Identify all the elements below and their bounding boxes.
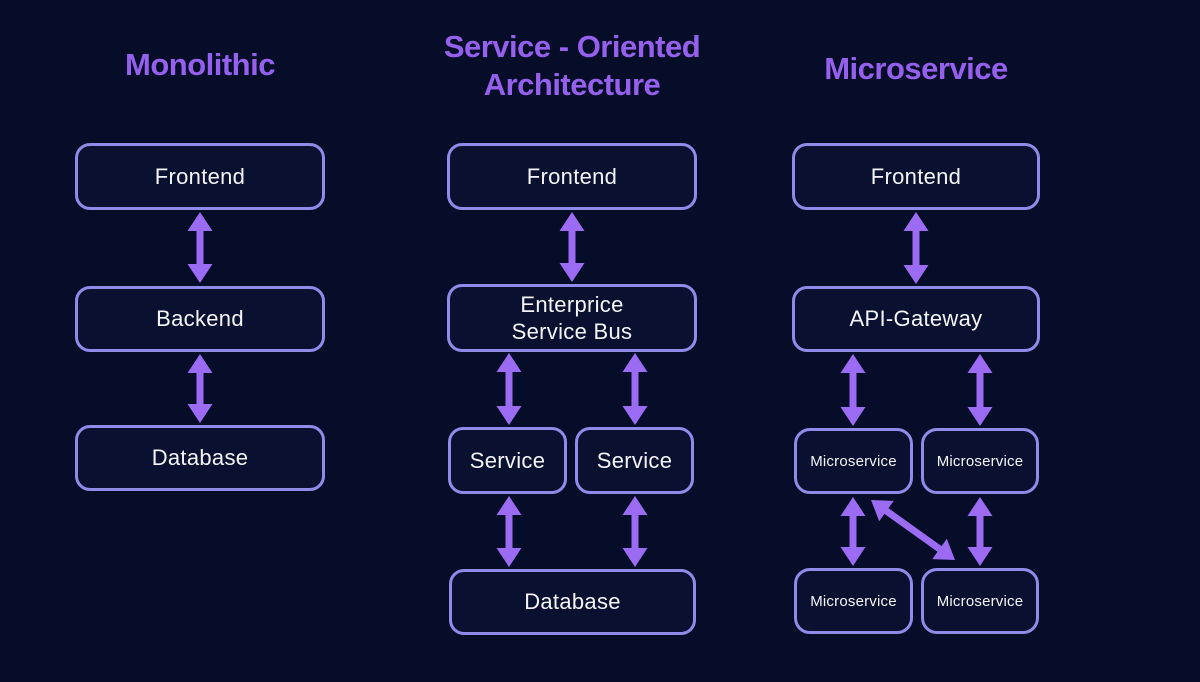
node-label: Frontend xyxy=(526,163,618,189)
heading-microservice: Microservice xyxy=(824,51,1008,86)
bidirectional-arrow-3 xyxy=(559,212,585,282)
bidirectional-arrow-10 xyxy=(967,354,993,426)
node-mono-backend: Backend xyxy=(75,286,325,352)
node-ms-microservice-2: Microservice xyxy=(921,428,1039,494)
bidirectional-arrow-1 xyxy=(187,212,213,283)
heading-monolithic: Monolithic xyxy=(125,47,275,82)
node-ms-api-gateway: API-Gateway xyxy=(792,286,1040,352)
bidirectional-arrow-11 xyxy=(840,497,866,566)
bidirectional-arrow-6 xyxy=(496,496,522,567)
node-mono-frontend: Frontend xyxy=(75,143,325,210)
node-ms-microservice-3: Microservice xyxy=(794,568,913,634)
node-soa-service-1: Service xyxy=(448,427,567,494)
node-soa-database: Database xyxy=(449,569,696,635)
node-label: API-Gateway xyxy=(849,306,983,331)
bidirectional-arrow-2 xyxy=(187,354,213,423)
node-label: Service xyxy=(596,447,673,473)
node-label: Service xyxy=(469,447,546,473)
node-label: Microservice xyxy=(936,592,1024,610)
bidirectional-arrow-5 xyxy=(622,353,648,425)
node-label: Backend xyxy=(156,306,244,331)
node-ms-microservice-4: Microservice xyxy=(921,568,1039,634)
node-ms-frontend: Frontend xyxy=(792,143,1040,210)
bidirectional-arrow-12 xyxy=(967,497,993,566)
node-soa-enterprise-service-bus: Enterprice Service Bus xyxy=(447,284,697,352)
node-label: Microservice xyxy=(810,592,897,610)
node-soa-frontend: Frontend xyxy=(447,143,697,210)
node-mono-database: Database xyxy=(75,425,325,491)
bidirectional-arrow-8 xyxy=(903,212,929,284)
bidirectional-arrow-7 xyxy=(622,496,648,567)
bidirectional-arrow-9 xyxy=(840,354,866,426)
bidirectional-arrow-13 xyxy=(871,500,955,560)
node-label: Database xyxy=(151,445,249,470)
node-label: Microservice xyxy=(936,452,1024,470)
node-label: Frontend xyxy=(870,163,962,189)
node-ms-microservice-1: Microservice xyxy=(794,428,913,494)
node-soa-service-2: Service xyxy=(575,427,694,494)
node-label: Microservice xyxy=(810,452,897,470)
heading-soa: Service - Oriented Architecture xyxy=(443,29,701,102)
node-label: Frontend xyxy=(154,163,246,189)
bidirectional-arrow-4 xyxy=(496,353,522,425)
node-label: Enterprice Service Bus xyxy=(511,292,633,344)
node-label: Database xyxy=(524,589,621,614)
